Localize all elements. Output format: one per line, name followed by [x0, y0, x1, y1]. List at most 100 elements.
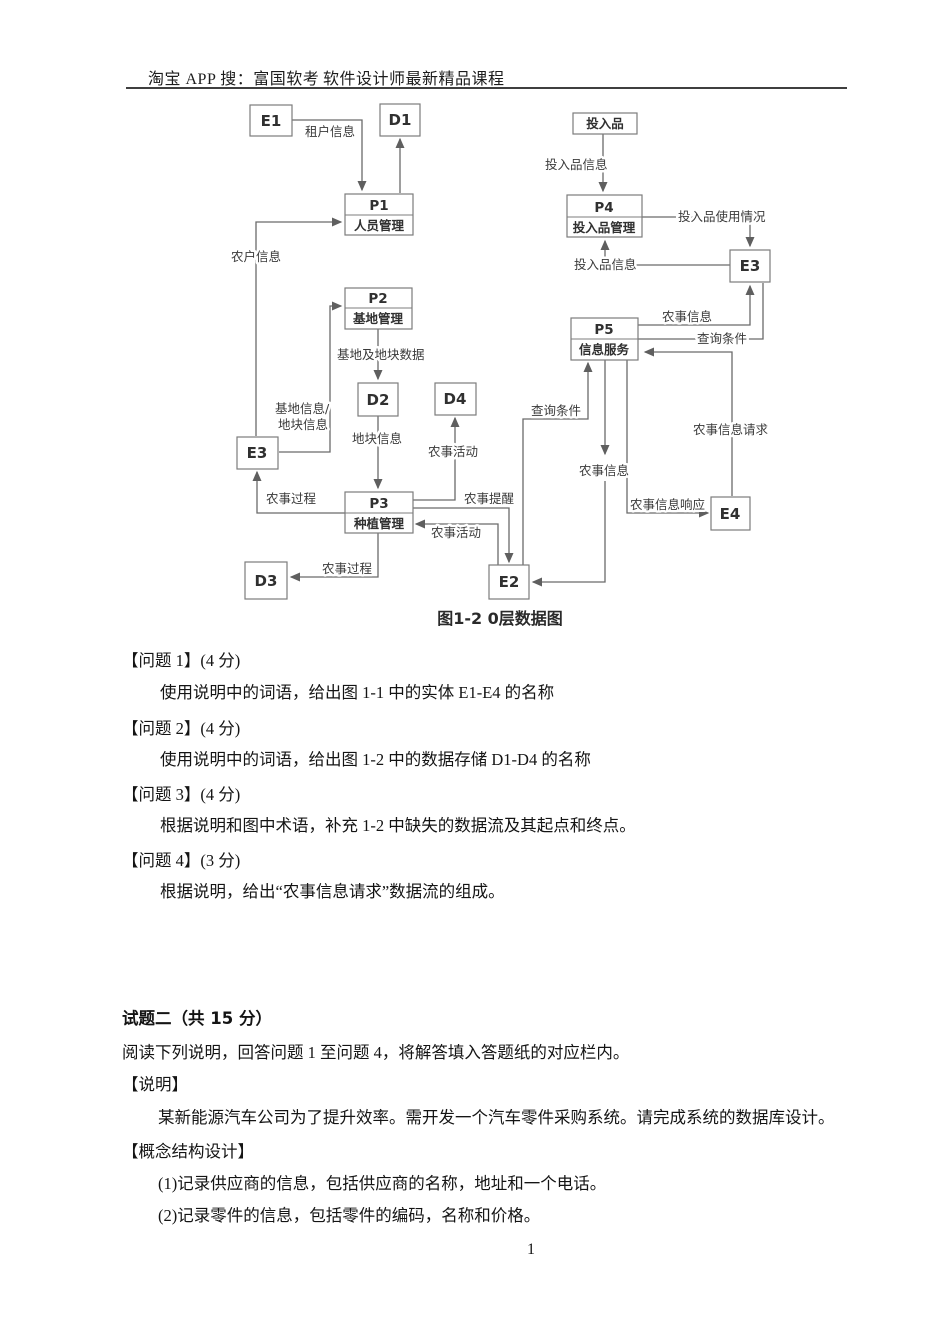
flow-p3-e2: [413, 507, 514, 564]
store-d4: D4: [434, 382, 477, 416]
entity-e2: E2: [488, 564, 530, 600]
question3-title: 【问题 3】(4 分): [122, 785, 241, 804]
question1-body: 使用说明中的词语，给出图 1-1 中的实体 E1-E4 的名称: [160, 683, 555, 702]
store-d3-label: D3: [255, 572, 278, 590]
process-p4: P4 投入品管理: [566, 194, 643, 238]
page-number: 1: [527, 1241, 535, 1258]
section2-title: 试题二（共 15 分）: [122, 1009, 272, 1028]
process-p4-name: 投入品管理: [573, 220, 636, 235]
entity-e3-left: E3: [236, 436, 279, 470]
header-course-text: 软件设计师最新精品课程: [323, 71, 505, 88]
flow-label-touruping-shiyong: 投入品使用情况: [678, 209, 766, 224]
flow-e2-p3: [414, 519, 499, 565]
entity-e3-left-box: [236, 436, 279, 470]
question1-title: 【问题 1】(4 分): [122, 651, 241, 670]
entity-touruping-box: [572, 112, 638, 135]
store-d1: D1: [379, 103, 421, 137]
flow-p5-e2-lower: [531, 481, 606, 587]
flow-label-nongshi-huodong-p3: 农事活动: [431, 525, 481, 540]
entity-e3-right-label: E3: [740, 257, 761, 275]
flow-p4-e3r: [642, 216, 755, 248]
flow-label-chaxun-e2: 查询条件: [531, 403, 581, 418]
question4-title: 【问题 4】(3 分): [122, 851, 241, 870]
question2-body: 使用说明中的词语，给出图 1-2 中的数据存储 D1-D4 的名称: [160, 750, 591, 769]
flow-label-nonghu: 农户信息: [231, 249, 281, 264]
flow-label-jidi-xinxi-1: 基地信息/: [275, 401, 330, 416]
process-p1-name: 人员管理: [354, 218, 405, 233]
dfd-nodes: E1 D1 投入品 E3 D2 D4: [236, 103, 771, 600]
section2-concept-label: 【概念结构设计】: [122, 1142, 254, 1161]
flow-p5-e3r: [638, 284, 755, 326]
entity-e3-left-label: E3: [247, 444, 268, 462]
flow-label-nongshi-guocheng-e3: 农事过程: [266, 491, 317, 506]
flow-label-jidi-dikuai: 基地及地块数据: [337, 347, 425, 362]
process-p1: P1 人员管理: [344, 193, 414, 236]
flow-labels: 租户信息 农户信息 投入品信息 投入品使用情况 投入品信息 基地及地块数据 基地…: [229, 122, 772, 579]
flow-label-zuhu: 租户信息: [305, 124, 355, 139]
flow-p3-d3: [289, 533, 379, 582]
flow-label-nongshi-huodong-d4: 农事活动: [428, 444, 478, 459]
process-p4-box: [566, 194, 643, 238]
entity-e4-box: [710, 496, 751, 531]
section2-item-1: (1)记录供应商的信息，包括供应商的名称，地址和一个电话。: [158, 1174, 607, 1193]
entity-e1: E1: [249, 104, 293, 137]
process-p5: P5 信息服务: [570, 317, 639, 361]
dfd-level0-diagram: 租户信息 农户信息 投入品信息 投入品使用情况 投入品信息 基地及地块数据 基地…: [229, 103, 772, 628]
entity-e4: E4: [710, 496, 751, 531]
process-p1-id: P1: [369, 198, 388, 214]
flow-e3r-p4: [600, 239, 730, 266]
flow-e4-p5: [643, 347, 733, 496]
flow-label-jidi-xinxi-2: 地块信息: [278, 417, 328, 432]
entity-touruping: 投入品: [572, 112, 638, 135]
entity-e3-right: E3: [729, 249, 771, 283]
header-shop-text: 淘宝 APP 搜：富国软考: [148, 71, 320, 88]
flow-label-touruping-e3: 投入品信息: [574, 257, 637, 272]
flow-label-chaxun-e3: 查询条件: [697, 331, 747, 346]
flow-e2-p5: [522, 361, 593, 565]
process-p5-name: 信息服务: [579, 342, 630, 357]
entity-e3-right-box: [729, 249, 771, 283]
flow-lines: [252, 119, 764, 587]
flow-label-nongshi-tixing: 农事提醒: [464, 491, 515, 506]
entity-e1-box: [249, 104, 293, 137]
flow-label-nongshi-xiangying: 农事信息响应: [630, 497, 705, 512]
flow-label-nongshi-qingqiu: 农事信息请求: [693, 422, 769, 437]
entity-e1-label: E1: [261, 112, 282, 130]
store-d4-label: D4: [444, 390, 467, 408]
store-d2-box: [357, 382, 399, 417]
process-p2-id: P2: [368, 291, 387, 307]
question2-title: 【问题 2】(4 分): [122, 719, 241, 738]
section2-shuoming-label: 【说明】: [122, 1075, 188, 1094]
flow-label-nongshi-xinxi-e3: 农事信息: [662, 309, 712, 324]
header-rule: [126, 87, 847, 89]
process-p3: P3 种植管理: [344, 491, 414, 534]
store-d3-box: [244, 561, 288, 600]
flow-p3-d4: [413, 416, 460, 501]
flow-p5-e4: [626, 360, 710, 518]
section2-shuoming-body: 某新能源汽车公司为了提升效率。需开发一个汽车零件采购系统。请完成系统的数据库设计…: [158, 1108, 835, 1127]
store-d3: D3: [244, 561, 288, 600]
store-d2-label: D2: [367, 391, 390, 409]
section2-item-2: (2)记录零件的信息，包括零件的编码，名称和价格。: [158, 1206, 541, 1225]
question4-body: 根据说明，给出“农事信息请求”数据流的组成。: [160, 882, 505, 901]
process-p2-name: 基地管理: [352, 311, 404, 326]
flow-label-nongshi-xinxi-e2: 农事信息: [579, 463, 629, 478]
flow-p3-e3l: [252, 470, 345, 514]
entity-e2-label: E2: [499, 573, 520, 591]
section2-intro: 阅读下列说明，回答问题 1 至问题 4，将解答填入答题纸的对应栏内。: [122, 1043, 630, 1062]
flow-e3l-p1: [255, 217, 343, 436]
flow-label-dikuai: 地块信息: [352, 431, 402, 446]
process-p3-id: P3: [369, 496, 388, 512]
entity-e4-label: E4: [720, 505, 741, 523]
flow-e3r-p5: [638, 283, 764, 340]
flow-label-nongshi-guocheng-d3: 农事过程: [322, 561, 373, 576]
process-p4-id: P4: [594, 200, 613, 216]
flow-e1-p1: [292, 119, 367, 192]
store-d1-box: [379, 103, 421, 137]
store-d1-label: D1: [389, 111, 412, 129]
process-p2: P2 基地管理: [344, 287, 413, 330]
store-d2: D2: [357, 382, 399, 417]
store-d4-box: [434, 382, 477, 416]
flow-label-touruping-in: 投入品信息: [545, 157, 608, 172]
